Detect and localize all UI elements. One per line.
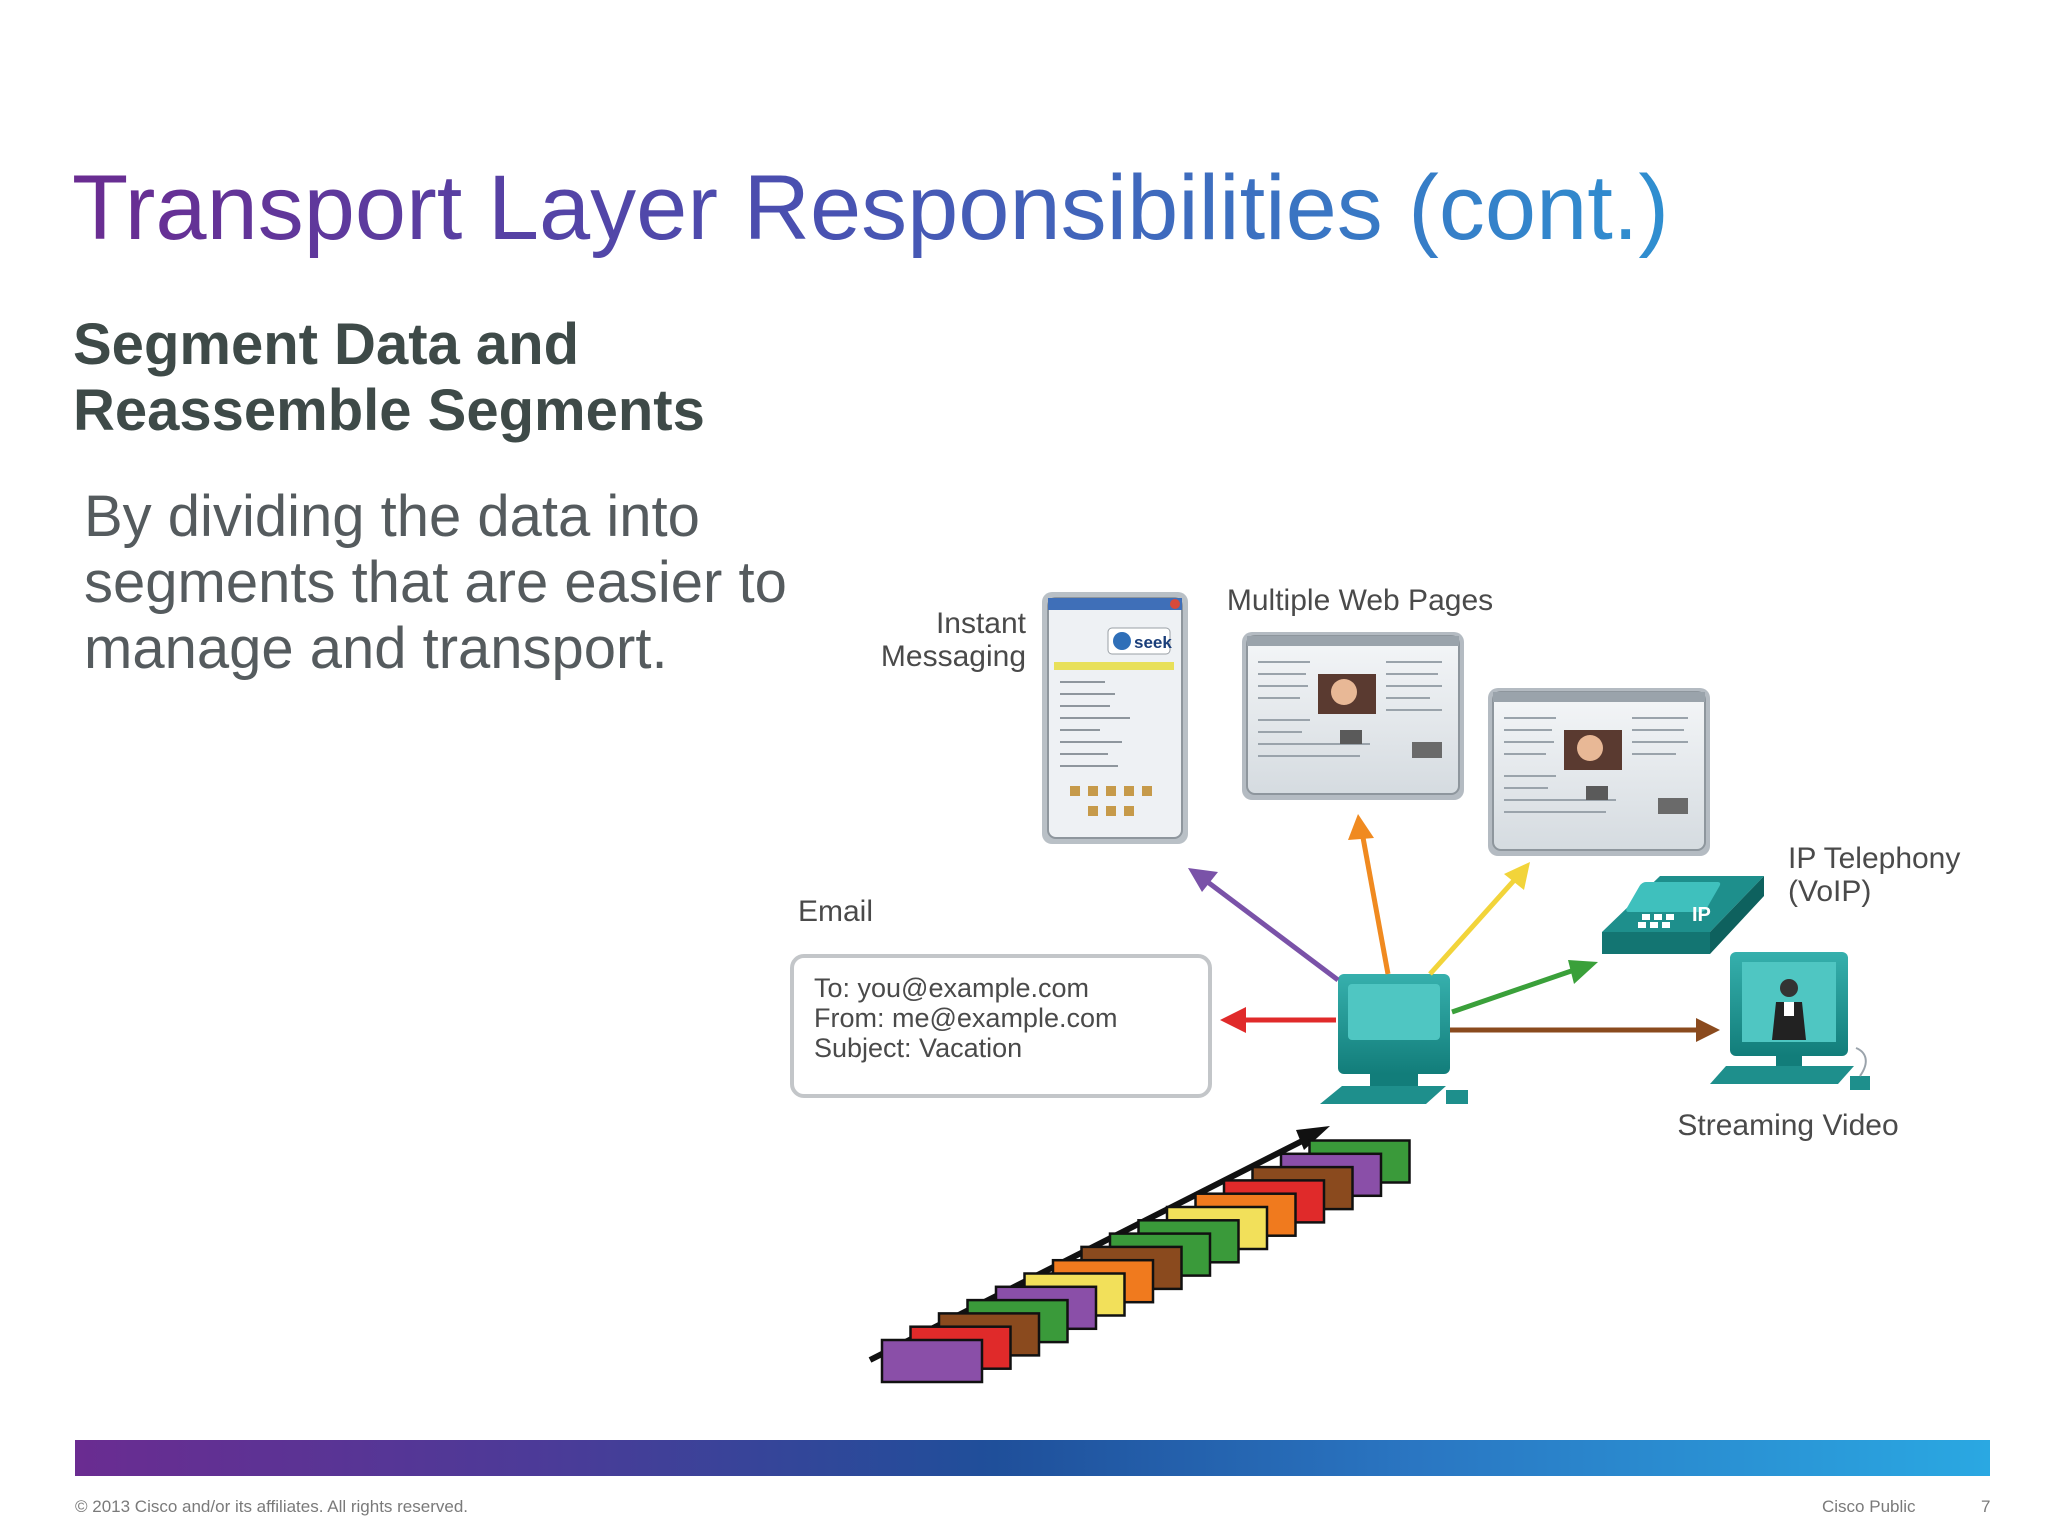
ip-phone-icon: IP — [1602, 876, 1764, 954]
segment-block — [880, 1338, 984, 1384]
seek-logo-icon — [1113, 632, 1131, 650]
subtitle-line: Segment Data and — [73, 312, 579, 377]
footer-gradient-bar — [75, 1440, 1990, 1476]
web-pages-label: Multiple Web Pages — [1227, 584, 1493, 617]
ip-telephony-label: IP Telephony — [1788, 842, 1960, 875]
subtitle-line: Reassemble Segments — [73, 378, 705, 443]
ip-badge: IP — [1692, 904, 1711, 926]
slide-title: Transport Layer Responsibilities (cont.) — [72, 157, 1670, 259]
transport-diagram: Instant Messaging Multiple Web Pages IP … — [790, 584, 1960, 1384]
page-number: 7 — [1981, 1497, 1991, 1516]
body-text: By dividing the data into segments that … — [84, 484, 824, 682]
instant-messaging-window: seek — [1042, 592, 1188, 844]
close-icon — [1170, 599, 1180, 609]
copyright-text: © 2013 Cisco and/or its affiliates. All … — [75, 1497, 469, 1516]
instant-messaging-label: Messaging — [881, 640, 1026, 673]
email-subject: Subject: Vacation — [814, 1033, 1022, 1063]
body-line: segments that are easier to — [84, 550, 787, 615]
web-page-window — [1488, 688, 1710, 856]
body-line: By dividing the data into — [84, 484, 700, 549]
streaming-video-label: Streaming Video — [1677, 1109, 1898, 1142]
source-computer-icon — [1320, 974, 1468, 1104]
segment-stack — [880, 1139, 1411, 1384]
im-logo-text: seek — [1134, 633, 1172, 652]
email-message-box: To: you@example.com From: me@example.com… — [790, 954, 1212, 1098]
slide-subtitle: Segment Data and Reassemble Segments — [73, 312, 773, 444]
classification-label: Cisco Public — [1822, 1497, 1916, 1516]
ip-telephony-label: (VoIP) — [1788, 875, 1871, 908]
video-monitor-icon — [1710, 952, 1870, 1090]
instant-messaging-label: Instant — [936, 607, 1027, 640]
email-label: Email — [798, 895, 873, 928]
email-to: To: you@example.com — [814, 973, 1089, 1003]
body-line: manage and transport. — [84, 616, 668, 681]
web-page-window — [1242, 632, 1464, 800]
email-from: From: me@example.com — [814, 1003, 1117, 1033]
